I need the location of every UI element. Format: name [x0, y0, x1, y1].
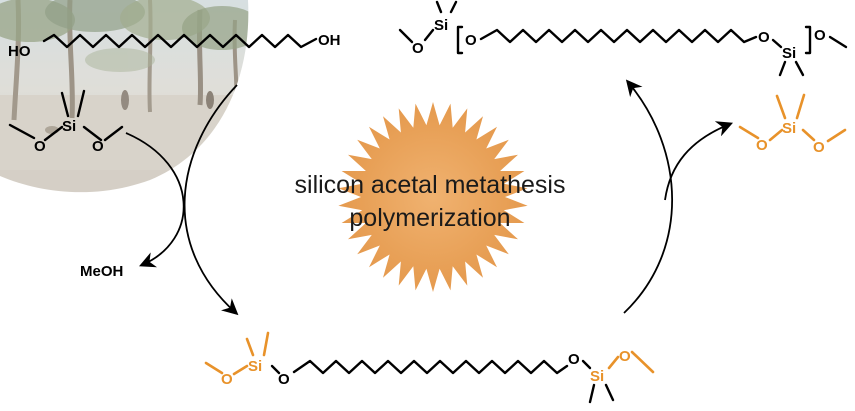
diol-left-label: HO	[8, 43, 31, 60]
polymer-si-left: Si	[434, 17, 448, 34]
diol-right-label: OH	[318, 32, 341, 49]
polymer-o-chain-right: O	[758, 29, 770, 46]
polymer-molecule: O Si O O Si O	[398, 0, 848, 77]
arrow-to-intermediate	[183, 84, 239, 316]
intermediate-si-left: Si	[248, 358, 262, 375]
released-o-left-label: O	[756, 137, 768, 154]
intermediate-molecule: O Si O O Si O	[204, 331, 655, 404]
polymer-o-chain-left: O	[465, 32, 477, 49]
center-title-line2: polymerization	[349, 204, 510, 232]
intermediate-o-right: O	[619, 348, 631, 365]
intermediate-o-link-right: O	[568, 351, 580, 368]
released-silane-molecule: Si O O	[738, 93, 847, 156]
silane-o-left-label: O	[34, 138, 46, 155]
diol-molecule: HO OH	[8, 32, 341, 60]
polymer-si-right: Si	[782, 45, 796, 62]
released-o-right-label: O	[813, 139, 825, 156]
silane-si-label: Si	[62, 118, 76, 135]
center-title-line1: silicon acetal metathesis	[295, 171, 566, 199]
intermediate-si-right: Si	[590, 368, 604, 385]
polymer-o-end-right: O	[814, 27, 826, 44]
silane-o-right-label: O	[92, 138, 104, 155]
arrow-to-polymer	[623, 79, 673, 314]
intermediate-o-left: O	[221, 371, 233, 388]
intermediate-o-link-left: O	[278, 371, 290, 388]
silane-molecule: Si O O	[8, 89, 124, 155]
arrow-to-released-silane	[664, 121, 734, 201]
arrow-to-methanol	[125, 132, 185, 268]
polymer-o-end-left: O	[412, 40, 424, 57]
methanol-label: MeOH	[80, 263, 123, 280]
released-si-label: Si	[782, 120, 796, 137]
starburst-shape	[338, 102, 528, 292]
